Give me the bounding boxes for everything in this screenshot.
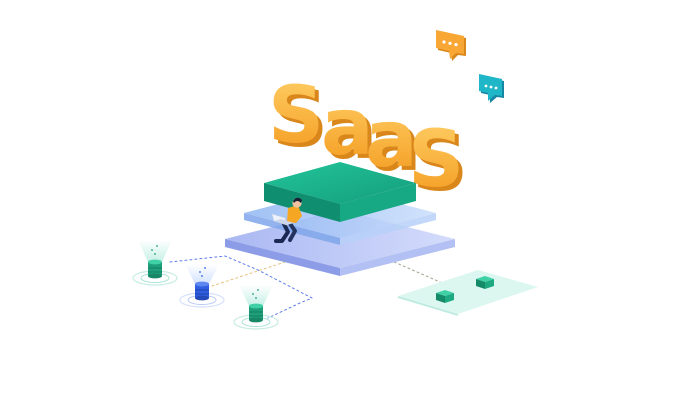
saas-letter-1-shadow: S	[272, 75, 328, 165]
saas-letter-4: S	[408, 115, 464, 205]
chat-bubble-orange-icon	[436, 30, 466, 61]
chat-bubble-teal-icon	[479, 74, 504, 103]
saas-letter-1: S	[268, 71, 324, 161]
database-green-left	[132, 240, 178, 286]
saas-letter-3: a	[365, 95, 418, 185]
server-cube-1	[436, 290, 454, 303]
server-grid-tile	[398, 270, 538, 316]
saas-letter-2: a	[321, 83, 374, 173]
person-with-laptop	[271, 197, 302, 243]
platform-top-slab	[264, 162, 416, 222]
saas-headline: S a a S S a a S	[268, 71, 468, 209]
saas-letter-4-shadow: S	[412, 119, 468, 209]
database-blue-middle	[179, 264, 225, 308]
saas-letter-2-shadow: a	[325, 87, 378, 177]
database-green-bottom	[233, 285, 279, 330]
server-cube-2	[476, 276, 494, 289]
